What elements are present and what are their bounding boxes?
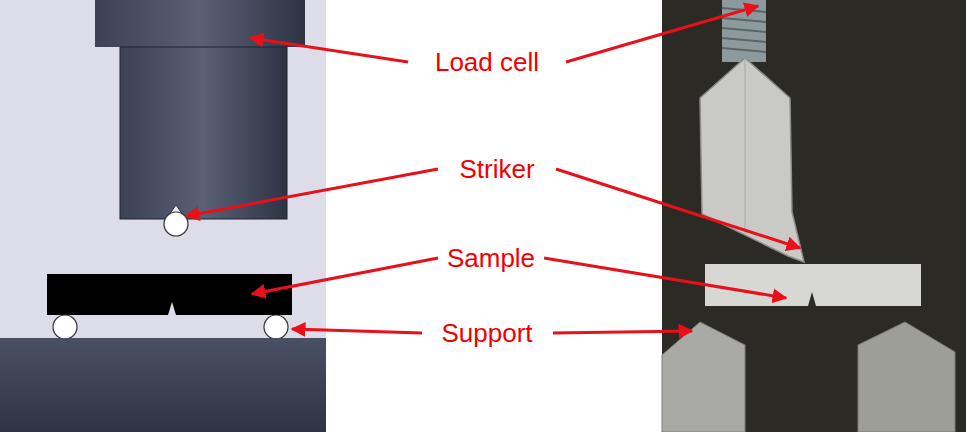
load-cell: [95, 0, 305, 47]
support-pin: [53, 315, 77, 339]
support-photo: [662, 322, 745, 432]
load-shaft: [120, 47, 287, 219]
sample-notch-photo: [808, 292, 816, 306]
part-label: Striker: [459, 156, 534, 182]
striker-edge: [745, 58, 746, 235]
striker-pin: [164, 212, 188, 236]
photo-background: [662, 0, 966, 432]
support-pin: [264, 315, 288, 339]
part-label: Support: [441, 320, 532, 346]
leader-arrows: [186, 6, 800, 333]
sample-notch: [168, 302, 176, 315]
cad-background: [0, 0, 326, 432]
part-label: Sample: [447, 245, 535, 271]
part-label: Load cell: [435, 49, 539, 75]
sample-photo: [705, 264, 921, 306]
support-photo: [858, 322, 955, 432]
base: [0, 338, 326, 432]
